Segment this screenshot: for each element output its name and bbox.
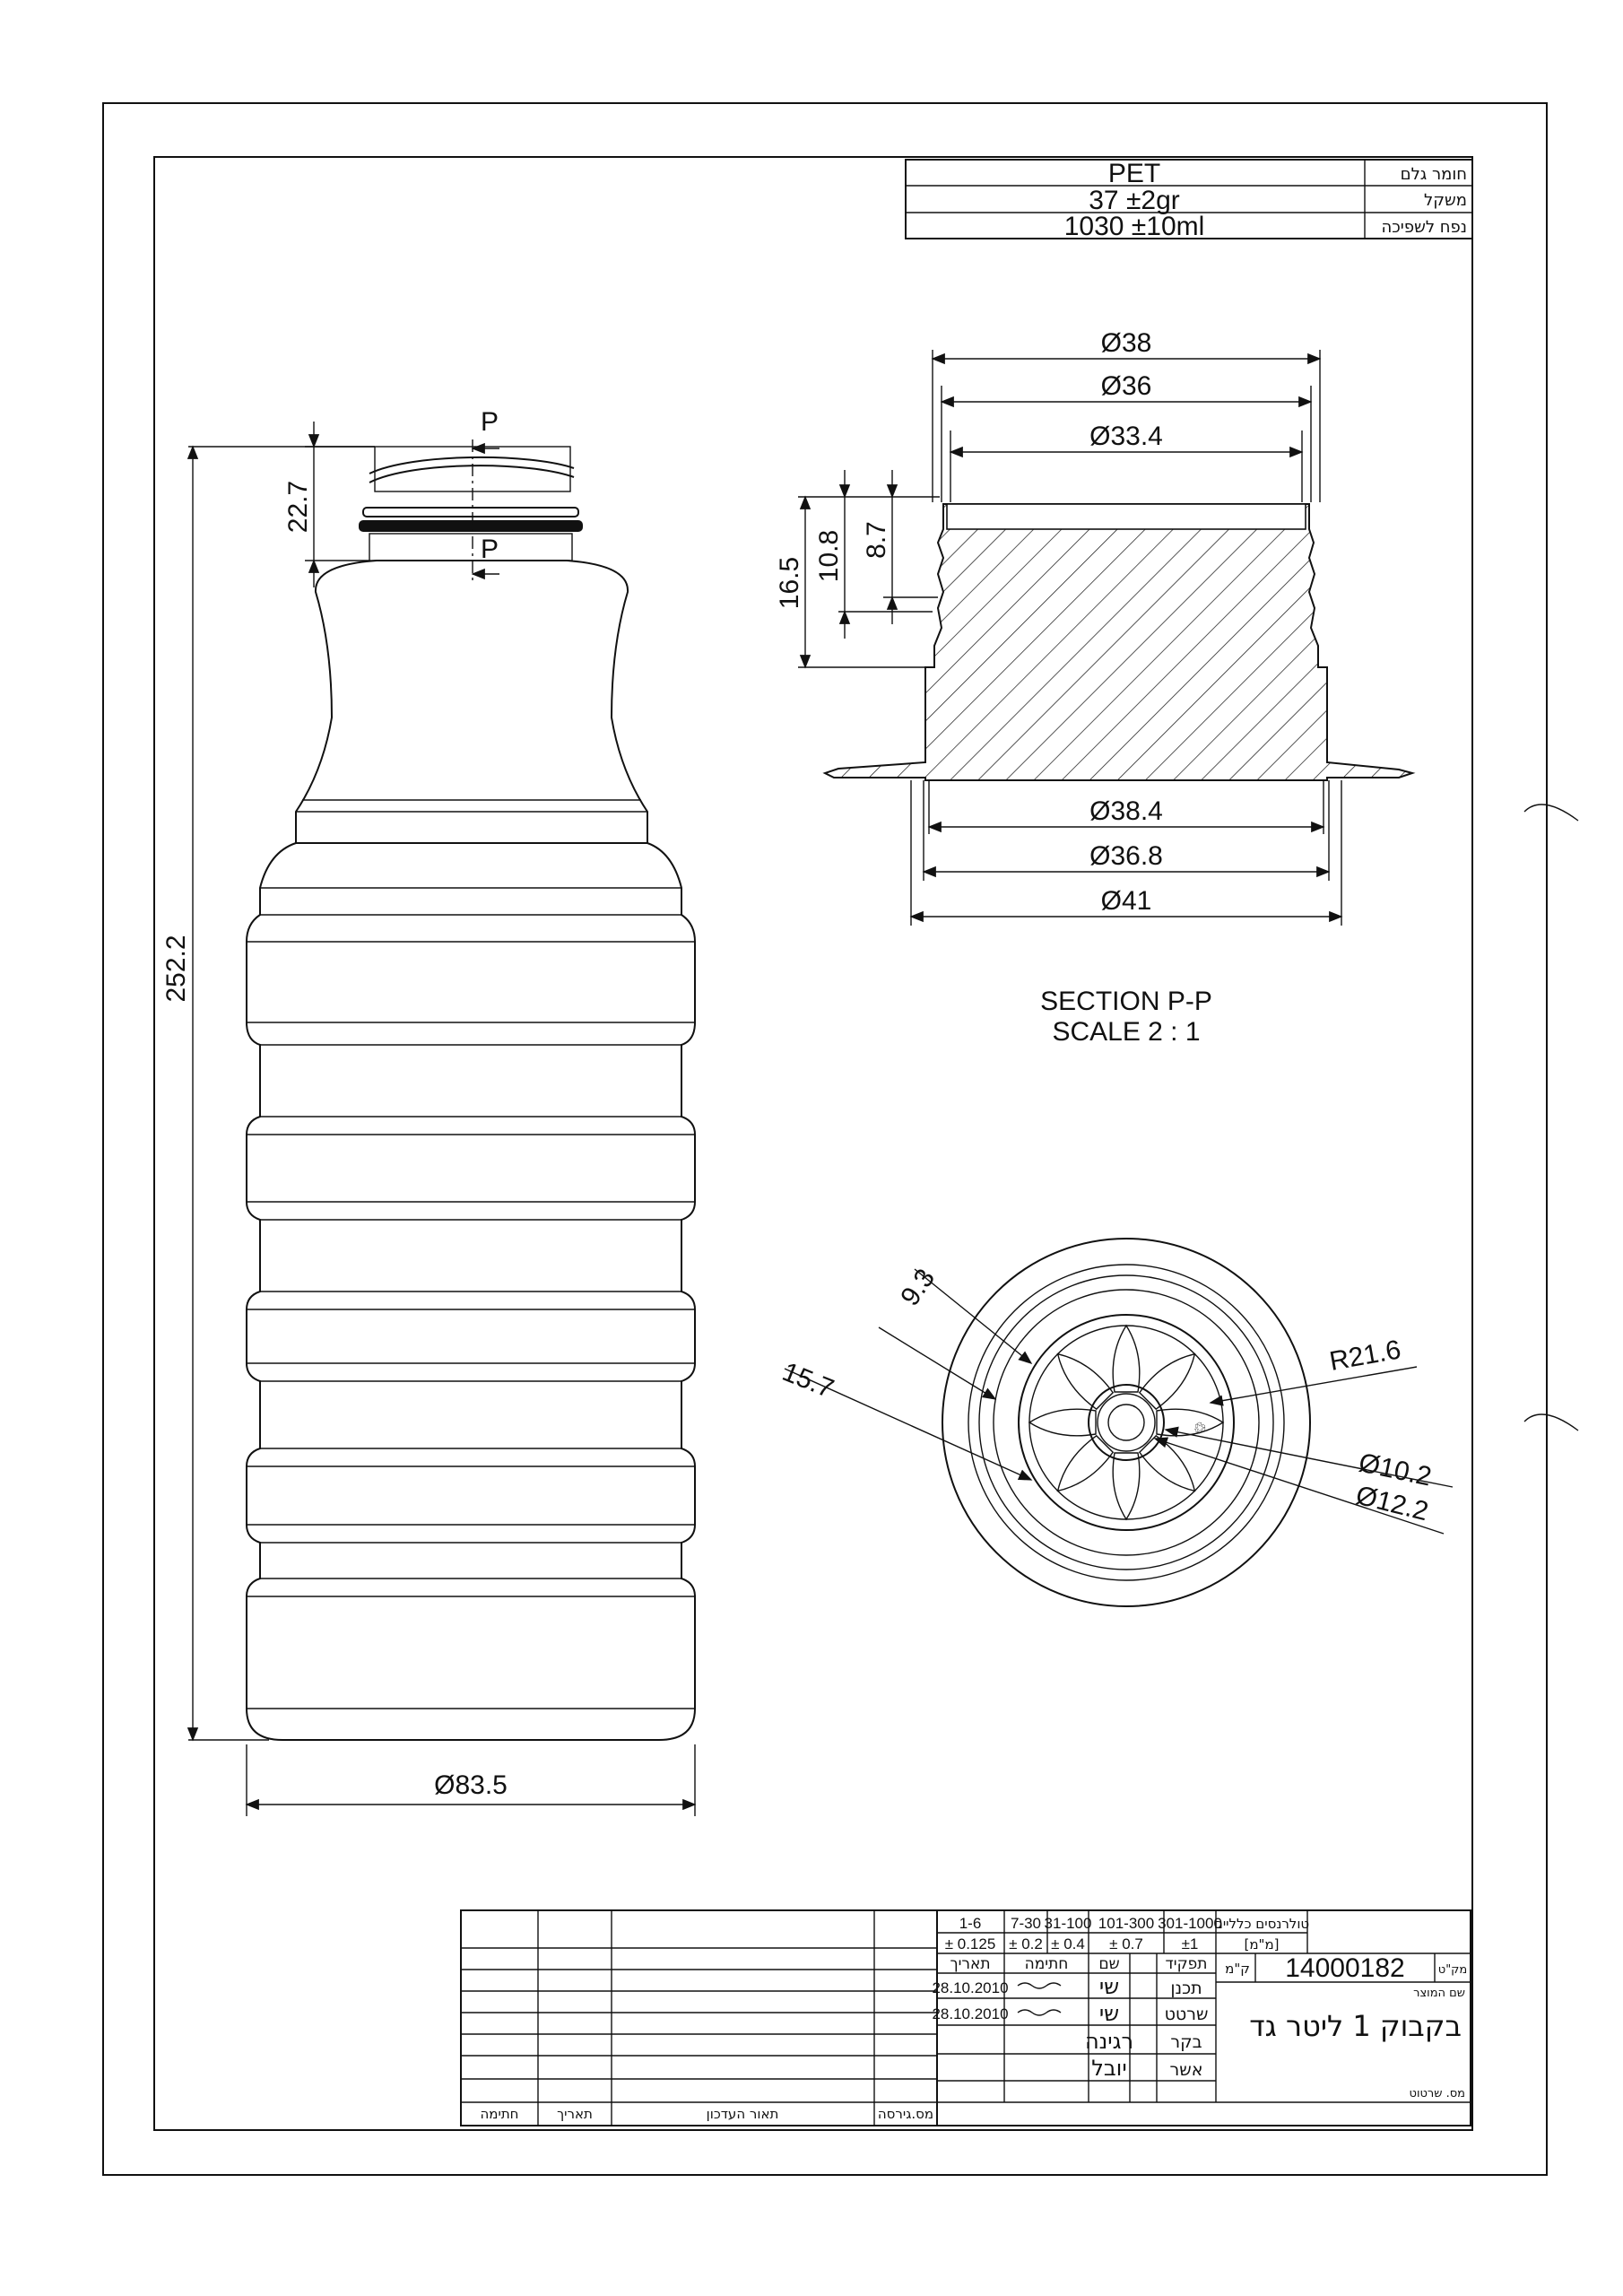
rev-desc-header: תאור העדכון (707, 2106, 779, 2122)
rev-date-header: תאריך (557, 2106, 593, 2122)
role-4: אשר (1170, 2060, 1203, 2080)
rev-no-header: מס.גירסה (878, 2106, 933, 2122)
weight-label: משקל (1424, 191, 1467, 210)
section-scale: SCALE 2 : 1 (1052, 1017, 1200, 1047)
dim-h8-7: 8.7 (862, 521, 891, 559)
dim-d38: Ø38 (1101, 328, 1152, 358)
recycle-mark: ♲ (1191, 1421, 1208, 1434)
neck-height-dim: 22.7 (283, 481, 313, 533)
bottle-dimensions: 22.7 252.2 Ø83.5 P P (161, 407, 697, 1816)
product-name: בקבוק 1 ליטר גד (1249, 2009, 1462, 2043)
tol-value-2: ± 0.2 (1009, 1935, 1043, 1952)
dim-d41: Ø41 (1101, 886, 1152, 916)
total-height-dim: 252.2 (161, 935, 191, 1002)
base-diameter-dim: Ø83.5 (434, 1770, 508, 1800)
petaloid-feet (1028, 1324, 1225, 1521)
section-view: Ø38 Ø36 Ø33.4 16.5 10.8 8.7 Ø38.4 Ø36.8 (775, 328, 1416, 1047)
dim-h16-5: 16.5 (775, 557, 804, 609)
dim-15-7: 15.7 (778, 1357, 838, 1404)
tol-unit: [מ"מ] (1245, 1936, 1280, 1952)
section-mark-bottom: P (481, 535, 499, 564)
part-no-label: מק"ט (1438, 1963, 1467, 1977)
tol-range-2: 7-30 (1011, 1915, 1041, 1932)
role-3: בקר (1170, 2032, 1202, 2052)
role-1: תכנן (1170, 1979, 1202, 1998)
date-1: 28.10.2010 (932, 1979, 1008, 1996)
dim-9-3: 9.3 (895, 1264, 941, 1311)
dim-h10-8: 10.8 (814, 530, 844, 582)
tol-value-4: ± 0.7 (1109, 1935, 1143, 1952)
drawing-no-label: מס. שרטוט (1410, 2087, 1465, 2100)
tol-value-5: ±1 (1182, 1935, 1199, 1952)
role-2: שרטט (1165, 2005, 1209, 2024)
dim-d38-4: Ø38.4 (1089, 796, 1163, 826)
properties-table: PET 37 ±2gr 1030 ±10ml חומר גלם משקל נפח… (905, 159, 1473, 241)
hdr-sign: חתימה (1025, 1955, 1069, 1973)
name-3: רגינה (1085, 2029, 1133, 2054)
tol-range-5: 301-1000 (1158, 1915, 1222, 1932)
name-2: שי (1099, 2001, 1119, 2026)
bottle-side-view (246, 446, 696, 1741)
title-block: חתימה תאריך תאור העדכון מס.גירסה 1-6 7-3… (460, 1909, 1471, 2126)
dim-r21-6: R21.6 (1327, 1335, 1403, 1376)
date-2: 28.10.2010 (932, 2005, 1008, 2022)
tol-range-4: 101-300 (1098, 1915, 1154, 1932)
material-label: חומר גלם (1401, 165, 1467, 184)
dim-d36-8: Ø36.8 (1089, 841, 1163, 871)
volume-value: 1030 ±10ml (1064, 212, 1205, 241)
tol-range-1: 1-6 (959, 1915, 982, 1932)
tol-label: טולרנסים כלליים (1214, 1916, 1309, 1932)
name-4: יובל (1091, 2056, 1126, 2081)
km-label: ק"מ (1225, 1961, 1250, 1977)
section-mark-top: P (481, 407, 499, 437)
tol-range-3: 31-100 (1045, 1915, 1092, 1932)
name-1: שי (1099, 1974, 1119, 1999)
bottom-view: ♲ 9.3 15.7 R21.6 Ø10.2 Ø12.2 (778, 1238, 1454, 1607)
inner-frame (153, 156, 1473, 2131)
rev-sign-header: חתימה (480, 2106, 518, 2122)
hdr-name: שם (1098, 1955, 1119, 1973)
tol-value-1: ± 0.125 (945, 1935, 996, 1952)
dim-d36: Ø36 (1101, 371, 1152, 401)
hdr-date: תאריך (950, 1955, 990, 1973)
dim-d33-4: Ø33.4 (1089, 422, 1163, 451)
part-number: 14000182 (1285, 1953, 1404, 1983)
volume-label: נפח לשפיכה (1382, 218, 1467, 237)
product-label: שם המוצר (1413, 1987, 1465, 2000)
section-title: SECTION P-P (1040, 987, 1212, 1016)
outer-frame (102, 102, 1548, 2176)
material-value: PET (1108, 159, 1160, 188)
tol-value-3: ± 0.4 (1051, 1935, 1085, 1952)
hdr-role: תפקיד (1166, 1955, 1208, 1973)
weight-value: 37 ±2gr (1089, 186, 1180, 215)
